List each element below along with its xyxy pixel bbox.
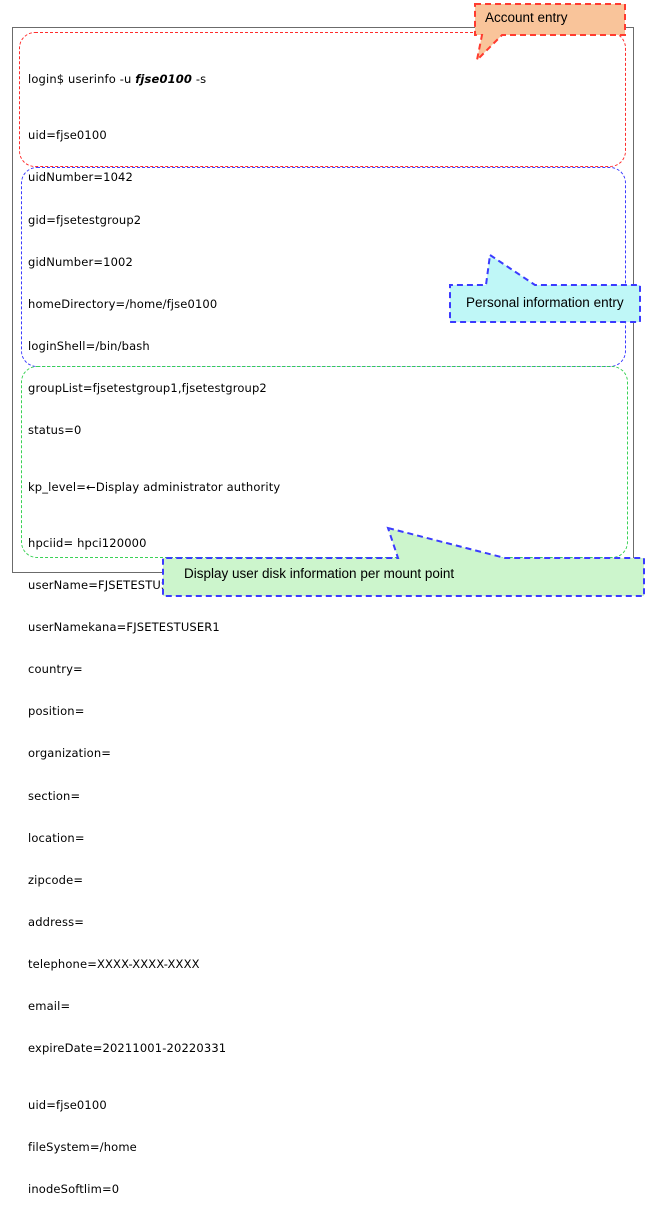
callout-personal-shape <box>449 253 641 323</box>
output-line: uidNumber=1042 <box>28 170 133 185</box>
callout-disk-information: Display user disk information per mount … <box>160 524 647 604</box>
command-prompt-line: login$ userinfo -u fjse0100 -s <box>28 72 628 86</box>
output-line: country= <box>28 662 83 677</box>
output-line: email= <box>28 999 71 1014</box>
output-line: section= <box>28 788 81 803</box>
callout-disk-shape <box>162 526 645 597</box>
prompt-prefix: login$ userinfo -u <box>28 72 136 87</box>
kp-level-value: kp_level= <box>28 479 87 494</box>
output-line: homeDirectory=/home/fjse0100 <box>28 296 218 311</box>
output-line: telephone=XXXX-XXXX-XXXX <box>28 957 200 972</box>
disk-section-outline <box>21 366 628 558</box>
screenshot-canvas: login$ userinfo -u fjse0100 -s uid=fjse0… <box>12 0 647 1196</box>
output-line: location= <box>28 830 85 845</box>
callout-disk-balloon <box>162 526 645 597</box>
output-line: address= <box>28 914 85 929</box>
kp-level-line: kp_level=←Display administrator authorit… <box>28 480 628 494</box>
output-line: position= <box>28 704 85 719</box>
callout-account-balloon <box>474 3 626 64</box>
kp-level-annotation: ←Display administrator authority <box>86 479 281 494</box>
output-line: hpciid= hpci120000 <box>28 535 147 550</box>
callout-account-shape <box>474 3 626 64</box>
output-line: userName=FJSETESTUSER1 <box>28 577 192 592</box>
output-line: expireDate=20211001-20220331 <box>28 1041 227 1056</box>
output-line: uid=fjse0100 <box>28 1097 107 1112</box>
prompt-suffix: -s <box>192 72 207 87</box>
output-line: status=0 <box>28 423 82 438</box>
callout-account-label: Account entry <box>485 10 568 25</box>
output-line: fileSystem=/home <box>28 1139 137 1154</box>
account-section-outline <box>19 32 626 167</box>
output-line: loginShell=/bin/bash <box>28 339 150 354</box>
callout-account-entry: Account entry <box>455 0 647 66</box>
output-line: groupList=fjsetestgroup1,fjsetestgroup2 <box>28 381 267 396</box>
callout-personal-balloon <box>449 253 641 323</box>
callout-disk-label: Display user disk information per mount … <box>184 566 455 581</box>
output-line: userNamekana=FJSETESTUSER1 <box>28 619 220 634</box>
callout-personal-information-entry: Personal information entry <box>440 252 647 354</box>
prompt-username: fjse0100 <box>135 72 193 87</box>
output-line: zipcode= <box>28 872 84 887</box>
output-line: gidNumber=1002 <box>28 254 133 269</box>
output-line: uid=fjse0100 <box>28 128 107 143</box>
output-line: inodeSoftlim=0 <box>28 1181 120 1196</box>
terminal-output: login$ userinfo -u fjse0100 -s uid=fjse0… <box>28 30 628 1214</box>
callout-personal-label: Personal information entry <box>466 295 624 310</box>
output-line: gid=fjsetestgroup2 <box>28 212 142 227</box>
output-line: organization= <box>28 746 112 761</box>
